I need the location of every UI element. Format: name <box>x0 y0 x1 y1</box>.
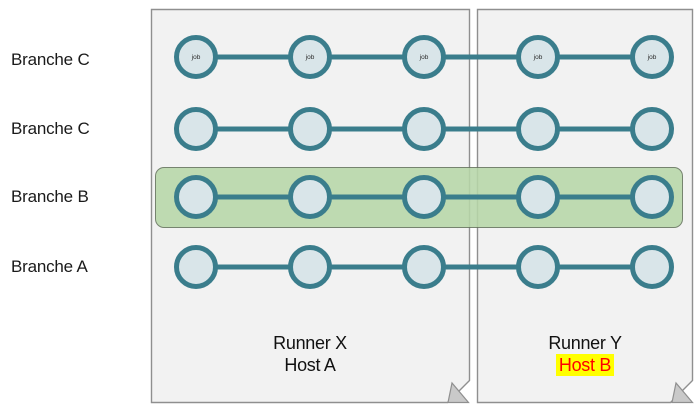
job-node <box>630 35 674 79</box>
job-node <box>402 245 446 289</box>
job-node <box>288 175 332 219</box>
panel-a-folded-corner-icon <box>447 381 470 404</box>
branch-label-row2: Branche C <box>11 119 90 138</box>
branch-label-row4: Branche A <box>11 257 88 276</box>
runner-y-caption: Runner Y Host B <box>477 332 693 376</box>
branch-label-row1: Branche C <box>11 50 90 69</box>
job-node <box>288 245 332 289</box>
host-a-label: Host A <box>284 355 336 375</box>
job-node <box>288 107 332 151</box>
job-node <box>174 107 218 151</box>
job-node <box>402 35 446 79</box>
job-node <box>516 107 560 151</box>
runner-x-name: Runner X <box>273 333 347 353</box>
runner-y-name: Runner Y <box>548 333 622 353</box>
runner-x-caption: Runner X Host A <box>151 332 469 376</box>
job-node <box>174 245 218 289</box>
job-node <box>402 107 446 151</box>
job-node <box>516 175 560 219</box>
job-node <box>630 175 674 219</box>
job-node <box>630 107 674 151</box>
job-node <box>630 245 674 289</box>
job-node-label: job <box>647 54 657 61</box>
job-node <box>174 35 218 79</box>
job-node-label: job <box>191 54 201 61</box>
job-node-label: job <box>305 54 315 61</box>
job-node <box>288 35 332 79</box>
job-node-label: job <box>533 54 543 61</box>
job-node <box>516 245 560 289</box>
branch-label-row3: Branche B <box>11 187 89 206</box>
host-b-label: Host B <box>555 354 615 376</box>
job-node <box>174 175 218 219</box>
job-node-label: job <box>419 54 429 61</box>
job-node <box>516 35 560 79</box>
panel-b-folded-corner-icon <box>671 381 694 404</box>
job-node <box>402 175 446 219</box>
